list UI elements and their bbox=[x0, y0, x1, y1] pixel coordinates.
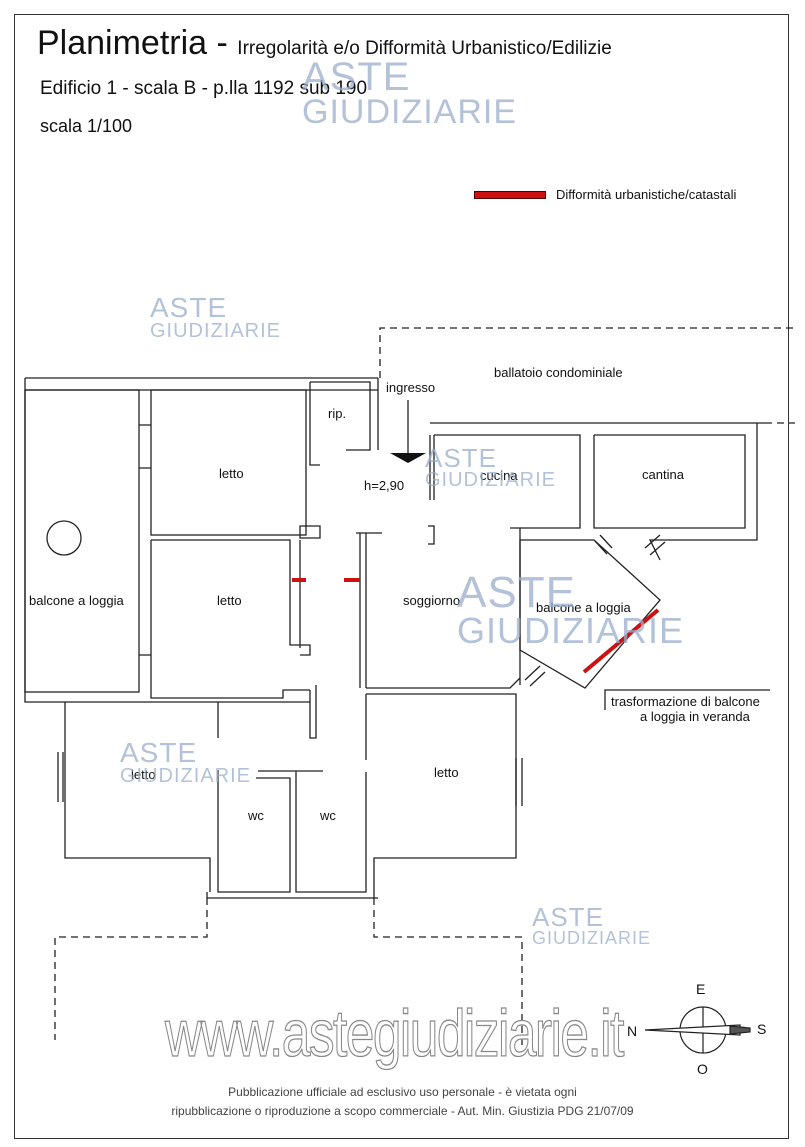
footer-line-1: Pubblicazione ufficiale ad esclusivo uso… bbox=[228, 1085, 577, 1099]
window-small-1 bbox=[139, 424, 151, 656]
label-balcone-right: balcone a loggia bbox=[536, 600, 631, 615]
watermark-logo-6: ASTE GIUDIZIARIE bbox=[532, 902, 652, 948]
bottom-wall bbox=[206, 892, 378, 899]
compass-s: S bbox=[757, 1021, 766, 1037]
label-height: h=2,90 bbox=[364, 478, 404, 493]
corridor-wall-right bbox=[356, 532, 382, 688]
lower-boundary bbox=[54, 898, 523, 1045]
annotation-line2: a loggia in veranda bbox=[640, 709, 751, 724]
scale-label: scala 1/100 bbox=[40, 116, 133, 136]
watermark-logo-1: ASTE GIUDIZIARIE bbox=[302, 55, 518, 131]
corridor-wall-left bbox=[309, 685, 317, 739]
watermark-site: www.astegiudiziarie.it bbox=[164, 995, 624, 1070]
wall-top-right bbox=[377, 378, 765, 500]
letto-bl-walls bbox=[64, 701, 310, 892]
label-letto-bl: letto bbox=[131, 767, 156, 782]
watermark-logo-4: ASTE GIUDIZIARIE bbox=[457, 568, 685, 651]
watermark-logo-3: ASTE GIUDIZIARIE bbox=[425, 443, 557, 491]
difformita-mark-veranda bbox=[582, 608, 660, 674]
watermark-logo-5: ASTE GIUDIZIARIE bbox=[120, 737, 252, 787]
title-main: Planimetria - bbox=[37, 24, 228, 62]
watermark-logo-2: ASTE GIUDIZIARIE bbox=[150, 292, 282, 342]
partition bbox=[428, 525, 435, 545]
window-cantina bbox=[644, 534, 666, 556]
rip-walls bbox=[309, 381, 371, 466]
label-cucina: cucina bbox=[480, 468, 518, 483]
label-letto-top: letto bbox=[219, 466, 244, 481]
entrance-arrow-icon bbox=[390, 453, 426, 463]
legend-swatch bbox=[474, 190, 546, 199]
page-title: Planimetria - Irregolarità e/o Difformit… bbox=[37, 24, 612, 63]
wc-walls bbox=[217, 770, 367, 893]
balcone-left bbox=[24, 389, 140, 693]
building-reference: Edificio 1 - scala B - p.lla 1192 sub 19… bbox=[40, 78, 368, 99]
compass-o: O bbox=[697, 1061, 708, 1077]
label-letto-mid: letto bbox=[217, 593, 242, 608]
annotation-leader bbox=[604, 689, 770, 710]
legend: Difformità urbanistiche/catastali bbox=[474, 187, 736, 202]
window-balcone bbox=[524, 665, 546, 687]
label-ballatoio: ballatoio condominiale bbox=[494, 365, 623, 380]
compass-icon bbox=[644, 1006, 751, 1054]
cucina-walls bbox=[433, 434, 581, 529]
compass-e: E bbox=[696, 981, 705, 997]
window-left bbox=[57, 752, 64, 802]
label-ingresso: ingresso bbox=[386, 380, 435, 395]
window-cucina bbox=[594, 534, 613, 555]
balcone-right-walls bbox=[519, 539, 661, 689]
compass-n: N bbox=[627, 1023, 637, 1039]
label-rip: rip. bbox=[328, 406, 346, 421]
letto-top-room bbox=[150, 389, 307, 536]
title-subtitle: Irregolarità e/o Difformità Urbanistico/… bbox=[237, 38, 612, 59]
window-right bbox=[515, 758, 523, 806]
circle-fixture bbox=[46, 520, 82, 556]
label-letto-br: letto bbox=[434, 765, 459, 780]
pillar-top bbox=[299, 525, 321, 539]
label-balcone-left: balcone a loggia bbox=[29, 593, 124, 608]
annotation-line1: trasformazione di balcone bbox=[611, 694, 760, 709]
label-wc2: wc bbox=[319, 808, 336, 823]
ballatoio-boundary bbox=[379, 327, 795, 378]
legend-label: Difformità urbanistiche/catastali bbox=[556, 187, 737, 202]
label-soggiorno: soggiorno bbox=[403, 593, 460, 608]
page-frame bbox=[14, 14, 789, 1139]
label-cantina: cantina bbox=[642, 467, 685, 482]
letto-mid-room bbox=[150, 539, 311, 699]
label-wc1: wc bbox=[247, 808, 264, 823]
letto-br-walls bbox=[365, 693, 517, 892]
cantina-walls bbox=[593, 423, 758, 561]
footer-line-2: ripubblicazione o riproduzione a scopo c… bbox=[171, 1104, 634, 1118]
